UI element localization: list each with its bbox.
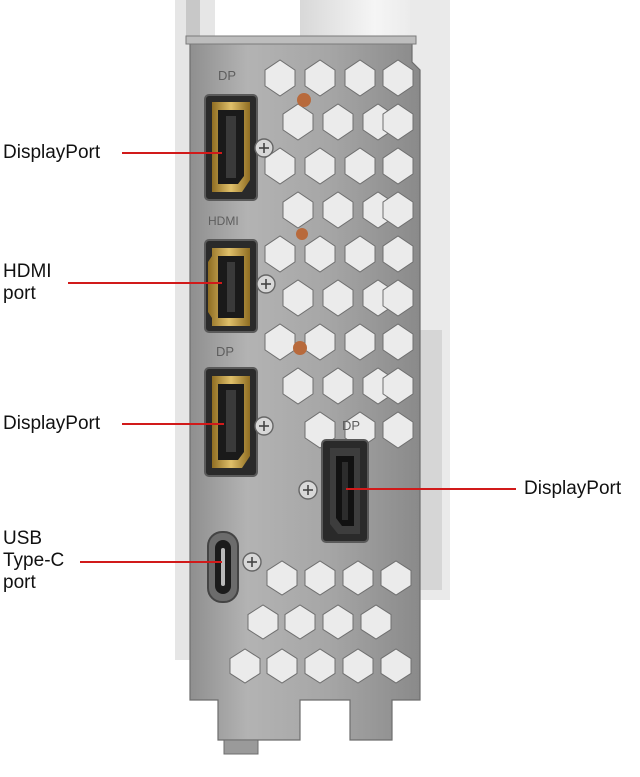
vent-hex	[344, 323, 376, 361]
vent-hex	[264, 59, 296, 97]
vent-hex	[382, 367, 414, 405]
screw-icon	[298, 480, 318, 500]
vent-cutouts	[229, 59, 414, 684]
vent-hex	[382, 411, 414, 449]
marking-dp-middle: DP	[216, 344, 234, 359]
marking-dp-right: DP	[342, 418, 360, 433]
screw-icon	[254, 416, 274, 436]
heatpipe-glints	[293, 93, 311, 355]
callout-line: DisplayPort	[3, 413, 101, 434]
hdmi-connector	[204, 239, 258, 333]
callout-displayport-middle: DisplayPort	[3, 413, 100, 435]
vent-hex	[304, 59, 336, 97]
callout-line: USB	[3, 528, 43, 549]
vent-hex	[229, 648, 261, 684]
vent-hex	[382, 147, 414, 185]
vent-hex	[342, 560, 374, 596]
vent-hex	[282, 279, 314, 317]
vent-hex	[322, 279, 354, 317]
vent-hex	[322, 604, 354, 640]
callout-leader-lines	[68, 152, 516, 563]
vent-hex	[264, 147, 296, 185]
callout-hdmi-port: HDMI port	[3, 261, 52, 305]
marking-hdmi: HDMI	[208, 214, 239, 228]
callout-displayport-top: DisplayPort	[3, 142, 100, 164]
vent-hex	[344, 147, 376, 185]
vent-hex	[360, 604, 392, 640]
vent-hex	[282, 367, 314, 405]
vent-hex	[382, 279, 414, 317]
displayport-connector-right	[321, 439, 369, 543]
callout-line: port	[3, 572, 36, 593]
screw-icon	[256, 274, 276, 294]
vent-hex	[322, 103, 354, 141]
vent-hex	[342, 648, 374, 684]
callout-line: HDMI	[3, 261, 52, 282]
vent-hex	[264, 235, 296, 273]
vent-hex	[266, 648, 298, 684]
callout-line: Type-C	[3, 550, 65, 571]
displayport-connector-middle	[204, 367, 258, 477]
vent-hex	[247, 604, 279, 640]
bracket-tab	[223, 739, 259, 755]
callout-line: DisplayPort	[3, 142, 101, 163]
vent-hex	[322, 191, 354, 229]
screw-icon	[242, 552, 262, 572]
vent-hex	[382, 191, 414, 229]
vent-hex	[322, 367, 354, 405]
vent-hex	[266, 560, 298, 596]
bracket-lip	[185, 35, 417, 45]
vent-hex	[304, 147, 336, 185]
callout-usb-c-port: USB Type-C port	[3, 528, 64, 594]
vent-hex	[380, 648, 412, 684]
vent-hex	[344, 235, 376, 273]
displayport-connector-top	[204, 94, 258, 201]
vent-hex	[304, 560, 336, 596]
vent-hex	[344, 59, 376, 97]
vent-hex	[304, 648, 336, 684]
screw-icon	[254, 138, 274, 158]
vent-hex	[382, 323, 414, 361]
marking-dp-top: DP	[218, 68, 236, 83]
vent-hex	[382, 59, 414, 97]
vent-hex	[282, 191, 314, 229]
callout-line: port	[3, 283, 36, 304]
vent-hex	[382, 235, 414, 273]
bracket-screws	[242, 138, 318, 572]
callout-line: DisplayPort	[524, 478, 622, 499]
vent-hex	[304, 235, 336, 273]
vent-hex	[382, 103, 414, 141]
vent-hex	[282, 103, 314, 141]
callout-displayport-right: DisplayPort	[524, 478, 621, 500]
usb-c-connector	[207, 531, 239, 603]
vent-hex	[284, 604, 316, 640]
vent-hex	[380, 560, 412, 596]
